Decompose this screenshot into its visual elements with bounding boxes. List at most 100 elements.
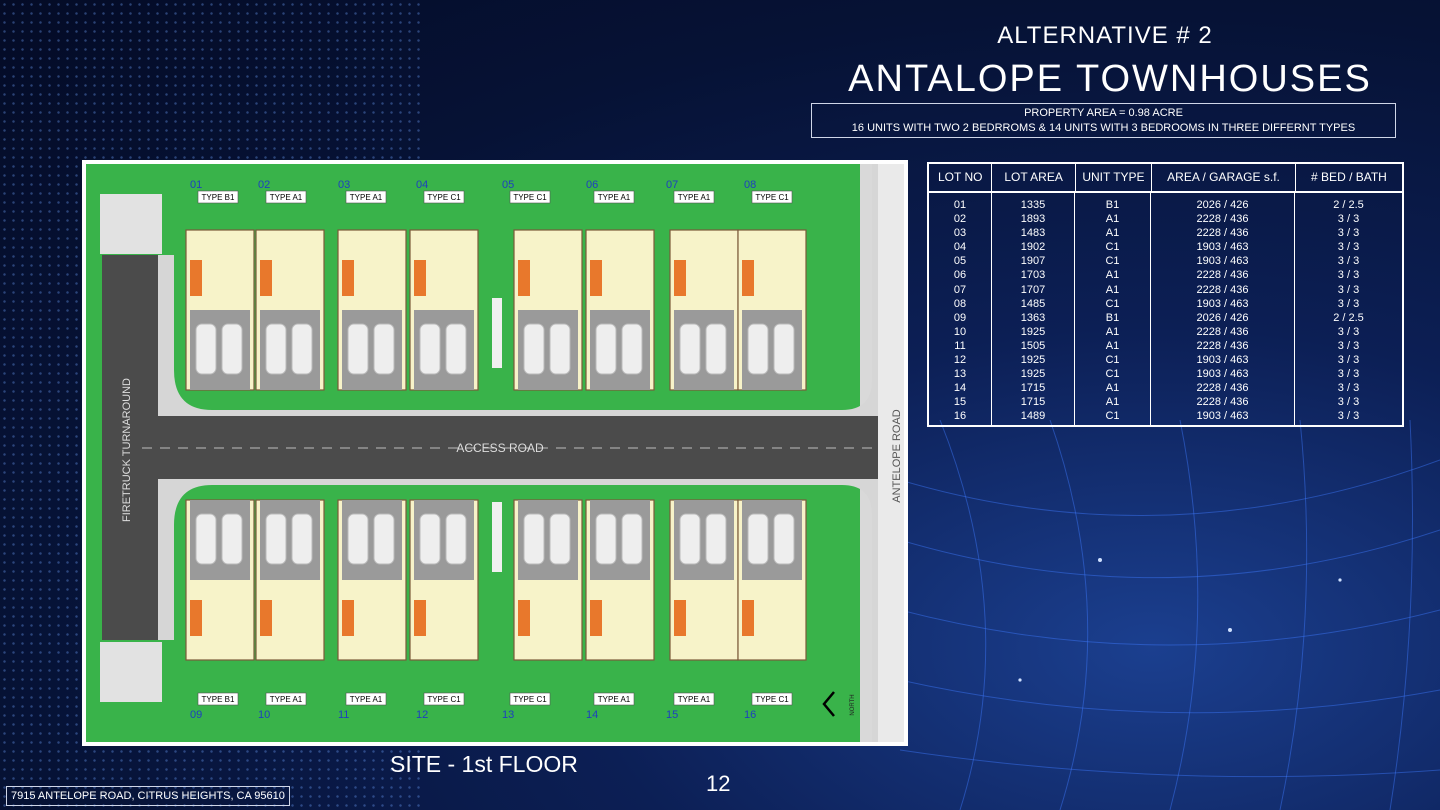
table-cell: 3 / 3: [1337, 213, 1360, 226]
table-cell: 3 / 3: [1337, 269, 1360, 282]
stairs: [674, 600, 686, 636]
antelope-road-surface: [878, 164, 904, 742]
car-icon: [595, 513, 617, 565]
table-cell: 3 / 3: [1337, 354, 1360, 367]
table-header: LOT NO LOT AREA UNIT TYPE AREA / GARAGE …: [929, 164, 1402, 193]
car-icon: [705, 323, 727, 375]
table-cell: 1903 / 463: [1196, 297, 1249, 310]
table-cell: C1: [1105, 255, 1120, 268]
unit-type-label: TYPE A1: [270, 695, 303, 704]
antelope-road-label: ANTELOPE ROAD: [891, 409, 903, 503]
table-cell: 1925: [1020, 325, 1046, 338]
site-plan-caption: SITE - 1st FLOOR: [390, 751, 578, 777]
townhouse-unit: [337, 229, 407, 391]
table-cell: 2228 / 436: [1196, 339, 1249, 352]
page-title: ANTALOPE TOWNHOUSES: [848, 58, 1372, 100]
car-icon: [523, 513, 545, 565]
car-icon: [291, 323, 313, 375]
table-cell: 1903 / 463: [1196, 368, 1249, 381]
table-cell: A1: [1105, 396, 1120, 409]
stairs: [190, 260, 202, 296]
townhouse-unit: [185, 229, 255, 391]
parking-pad-top: [100, 194, 162, 254]
table-cell: 05: [953, 255, 967, 268]
unit-type-label: TYPE A1: [678, 695, 711, 704]
car-icon: [549, 323, 571, 375]
townhouse-unit: [513, 499, 583, 661]
alternative-label: ALTERNATIVE # 2: [997, 22, 1213, 49]
unit-type-tag: [197, 190, 239, 204]
stairs: [190, 600, 202, 636]
unit-type-tag: [265, 692, 307, 706]
table-cell: C1: [1105, 241, 1120, 254]
car-icon: [195, 323, 217, 375]
table-cell: 1925: [1020, 368, 1046, 381]
unit-type-tag: [593, 190, 635, 204]
townhouse-unit: [513, 229, 583, 391]
lot-number: 09: [190, 709, 202, 721]
table-cell: 1902: [1020, 241, 1046, 254]
lot-table: LOT NO LOT AREA UNIT TYPE AREA / GARAGE …: [927, 162, 1404, 427]
townhouse-unit: [737, 229, 807, 391]
townhouse-unit: [669, 499, 739, 661]
lot-number: 06: [586, 179, 598, 191]
lot-number: 07: [666, 179, 678, 191]
table-cell: 13: [953, 368, 967, 381]
table-cell: 11: [954, 339, 966, 352]
table-cell: 14: [953, 382, 967, 395]
table-cell: A1: [1105, 269, 1120, 282]
bottom-units: [185, 499, 807, 661]
stairs: [518, 600, 530, 636]
unit-type-label: TYPE C1: [427, 695, 461, 704]
header-lot-no: LOT NO: [929, 164, 993, 191]
stairs: [342, 260, 354, 296]
unit-type-tag: [345, 692, 387, 706]
table-cell: 1903 / 463: [1196, 255, 1249, 268]
car-icon: [265, 513, 287, 565]
townhouse-unit: [737, 499, 807, 661]
car-icon: [445, 513, 467, 565]
unit-type-tag: [509, 190, 551, 204]
table-cell: 1893: [1020, 213, 1046, 226]
table-cell: C1: [1105, 368, 1120, 381]
page-number: 12: [706, 771, 731, 796]
table-cell: B1: [1105, 311, 1120, 324]
car-icon: [195, 513, 217, 565]
unit-type-label: TYPE A1: [270, 193, 303, 202]
background-network-grid: [900, 420, 1440, 810]
table-cell: 3 / 3: [1337, 255, 1360, 268]
car-icon: [773, 513, 795, 565]
unit-type-label: TYPE C1: [755, 193, 789, 202]
townhouse-unit: [669, 229, 739, 391]
firetruck-turnaround-label: FIRETRUCK TURNAROUND: [121, 378, 133, 522]
table-cell: 1903 / 463: [1196, 410, 1249, 423]
header-area-garage: AREA / GARAGE s.f.: [1152, 164, 1296, 191]
unit-type-label: TYPE A1: [598, 695, 631, 704]
car-icon: [373, 513, 395, 565]
townhouse-unit: [409, 229, 479, 391]
property-info-box: PROPERTY AREA = 0.98 ACRE 16 UNITS WITH …: [811, 103, 1396, 138]
car-icon: [265, 323, 287, 375]
table-cell: B1: [1105, 199, 1120, 211]
stairs: [518, 260, 530, 296]
units-description: 16 UNITS WITH TWO 2 BEDRROMS & 14 UNITS …: [851, 122, 1356, 134]
unit-type-tag: [751, 190, 793, 204]
table-cell: 03: [953, 227, 967, 240]
car-icon: [679, 323, 701, 375]
table-cell: 3 / 3: [1337, 283, 1360, 296]
lot-number: 10: [258, 709, 270, 721]
townhouse-unit: [585, 499, 655, 661]
table-cell: C1: [1105, 410, 1120, 423]
table-cell: 1703: [1020, 269, 1046, 282]
car-icon: [221, 323, 243, 375]
table-cell: 1715: [1020, 396, 1046, 409]
car-icon: [679, 513, 701, 565]
unit-type-tag: [593, 692, 635, 706]
table-cell: 1707: [1020, 283, 1046, 296]
unit-type-label: TYPE A1: [350, 193, 383, 202]
